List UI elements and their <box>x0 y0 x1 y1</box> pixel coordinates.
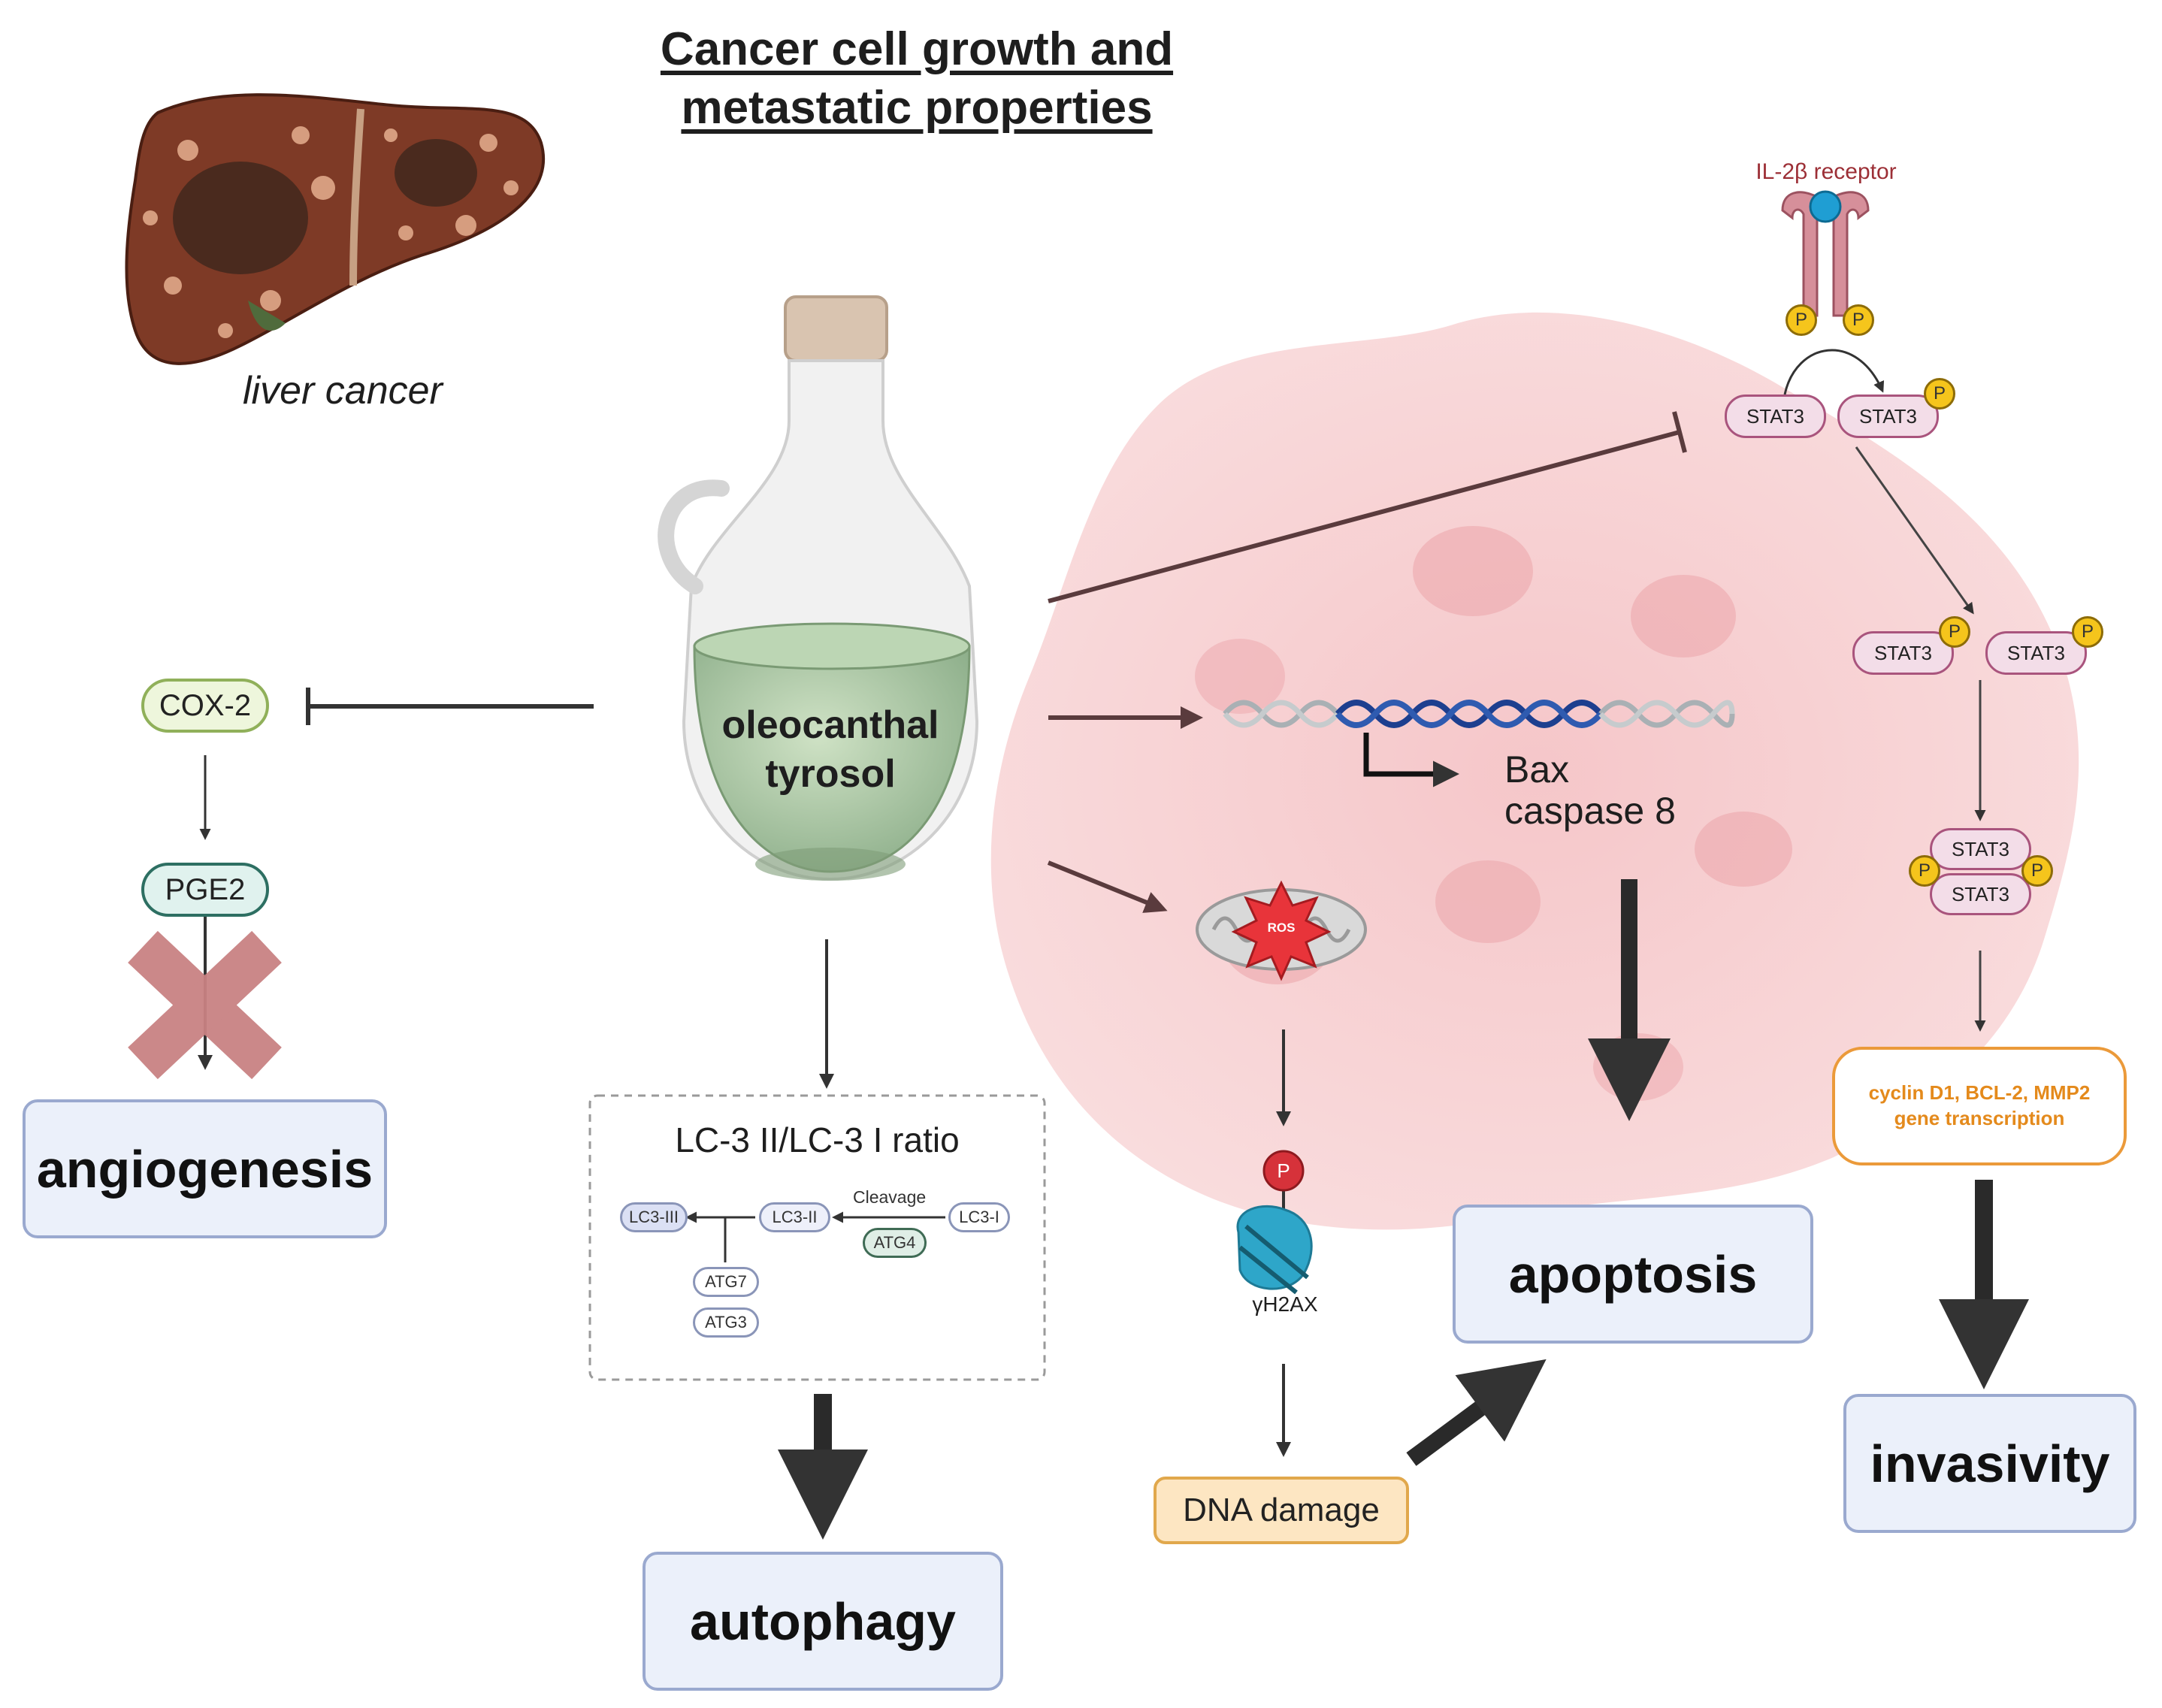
liver-illustration <box>125 93 546 365</box>
atg4-pill: ATG4 <box>863 1228 927 1258</box>
transcription-box: cyclin D1, BCL-2, MMP2 gene transcriptio… <box>1832 1047 2127 1165</box>
stat3-phosphorylated: STAT3 <box>1837 395 1939 438</box>
olive-oil-bottle-illustration <box>658 295 979 881</box>
stat3-inhibition-line <box>1048 411 1687 603</box>
transcription-label: gene transcription <box>1894 1107 2065 1129</box>
stat3-cytoplasm-1-phospho: P <box>1939 616 1970 648</box>
stat3-inactive: STAT3 <box>1725 395 1826 438</box>
caspase8-label: caspase 8 <box>1504 790 1676 832</box>
block-x-mark <box>128 930 282 1080</box>
il2-receptor-label: IL-2β receptor <box>1755 159 1897 184</box>
stat3-to-nucleus-arrow <box>1855 446 1974 615</box>
atg7-pill: ATG7 <box>693 1267 759 1297</box>
stat3-dimer-phospho-right: P <box>2021 855 2053 887</box>
h2ax-nucleosome-icon <box>1236 1191 1313 1295</box>
stat3-cytoplasm-2-phospho: P <box>2072 616 2103 648</box>
invasivity-box: invasivity <box>1843 1394 2136 1533</box>
il2-receptor-icon <box>1781 190 1870 317</box>
bax-label: Bax <box>1504 748 1570 791</box>
angiogenesis-box: angiogenesis <box>23 1099 387 1238</box>
receptor-activation-arc <box>1783 349 1885 395</box>
stat3-cytoplasm-2: STAT3 <box>1985 631 2087 675</box>
ros-label: ROS <box>1267 921 1296 935</box>
dna-helix-icon <box>1223 700 1735 728</box>
lc3-iii-pill: LC3-III <box>620 1202 688 1232</box>
atg3-pill: ATG3 <box>693 1307 759 1338</box>
stat3-cytoplasm-1: STAT3 <box>1852 631 1954 675</box>
bottle-to-mitochondria-arrow <box>1047 860 1168 913</box>
title-line-1: Cancer cell growth and <box>660 23 1174 75</box>
h2ax-phospho-label: P <box>1277 1159 1290 1182</box>
dna-damage-box: DNA damage <box>1154 1477 1409 1544</box>
transcription-arrow <box>1363 733 1459 787</box>
lc3-ii-pill: LC3-II <box>759 1202 830 1232</box>
lc3-ratio-heading: LC-3 II/LC-3 I ratio <box>675 1120 960 1159</box>
stat3-phospho-badge: P <box>1924 378 1955 410</box>
oleocanthal-label: oleocanthal <box>721 703 939 747</box>
stat3-dimer-top: STAT3 <box>1930 828 2031 870</box>
apoptosis-box: apoptosis <box>1453 1205 1813 1344</box>
cleavage-label: Cleavage <box>853 1187 927 1207</box>
receptor-phospho-right: P <box>1843 304 1874 336</box>
h2ax-phospho-circle <box>1262 1150 1305 1192</box>
cox2-inhibition-line <box>306 688 594 725</box>
title-line-2: metastatic properties <box>681 82 1153 134</box>
receptor-phospho-left: P <box>1786 304 1817 336</box>
stat3-dimer-bottom: STAT3 <box>1930 873 2031 915</box>
autophagy-box: autophagy <box>643 1552 1003 1691</box>
stat3-dimer-phospho-left: P <box>1909 855 1940 887</box>
liver-cancer-label: liver cancer <box>243 369 443 413</box>
dna-damage-to-apoptosis-arrow <box>1406 1359 1547 1466</box>
tyrosol-label: tyrosol <box>765 752 896 796</box>
ros-burst-icon <box>1231 880 1332 981</box>
h2ax-label: γH2AX <box>1252 1292 1318 1316</box>
lc3-i-pill: LC3-I <box>948 1202 1010 1232</box>
pge2-pill: PGE2 <box>141 863 269 917</box>
transcription-genes-label: cyclin D1, BCL-2, MMP2 <box>1868 1081 2091 1104</box>
cox2-pill: COX-2 <box>141 679 269 733</box>
